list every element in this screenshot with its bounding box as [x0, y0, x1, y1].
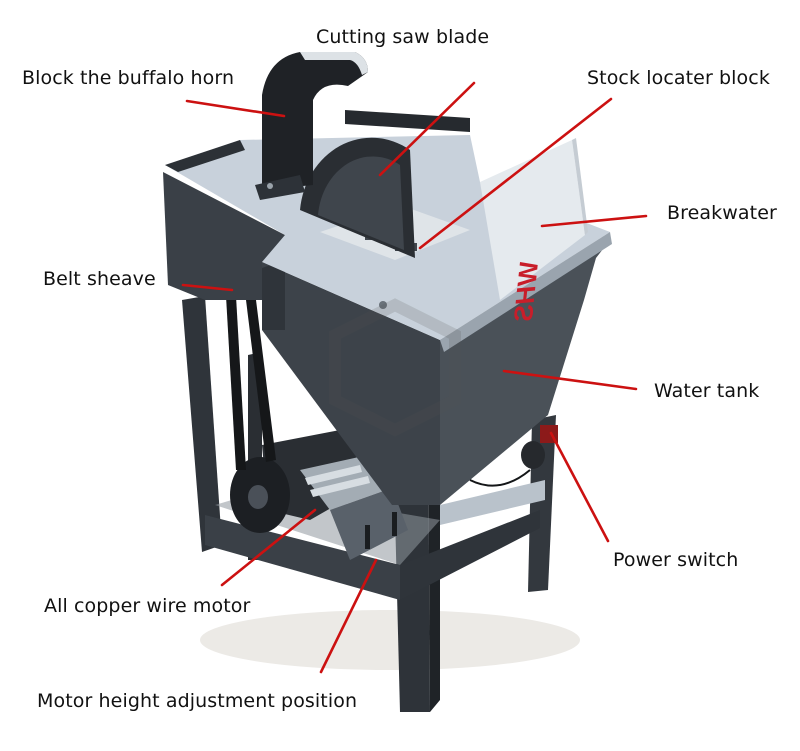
label-motor-height-adjustment: Motor height adjustment position: [37, 690, 358, 712]
water-tank-body: [163, 172, 610, 505]
label-all-copper-wire-motor: All copper wire motor: [44, 595, 251, 617]
watermark-logo: [329, 298, 461, 437]
leader-line-motor-height-adjustment: [319, 558, 378, 674]
brand-mark: WHS: [508, 259, 544, 323]
drive-belt: [226, 296, 276, 470]
leader-line-stock-locater-block: [418, 97, 613, 250]
leader-line-cutting-saw-blade: [378, 81, 476, 177]
leader-line-belt-sheave: [181, 283, 234, 292]
label-power-switch: Power switch: [613, 549, 739, 571]
floor-shadow: [200, 610, 580, 670]
label-stock-locater-block: Stock locater block: [587, 67, 770, 89]
label-block-buffalo-horn: Block the buffalo horn: [22, 67, 235, 89]
motor-mount-plate: [330, 488, 408, 560]
leader-line-power-switch: [549, 431, 610, 543]
leader-line-breakwater: [540, 214, 648, 228]
label-belt-sheave: Belt sheave: [43, 268, 156, 290]
leader-line-water-tank: [502, 369, 638, 391]
label-cutting-saw-blade: Cutting saw blade: [316, 26, 490, 48]
leader-lines: [181, 81, 648, 674]
electric-motor: [230, 430, 408, 560]
leader-line-block-buffalo-horn: [185, 99, 286, 118]
leader-line-all-copper-wire-motor: [220, 508, 317, 587]
label-water-tank: Water tank: [654, 380, 760, 402]
horn-guard: [255, 52, 368, 200]
label-breakwater: Breakwater: [667, 202, 777, 224]
power-switch-box: [469, 425, 558, 487]
